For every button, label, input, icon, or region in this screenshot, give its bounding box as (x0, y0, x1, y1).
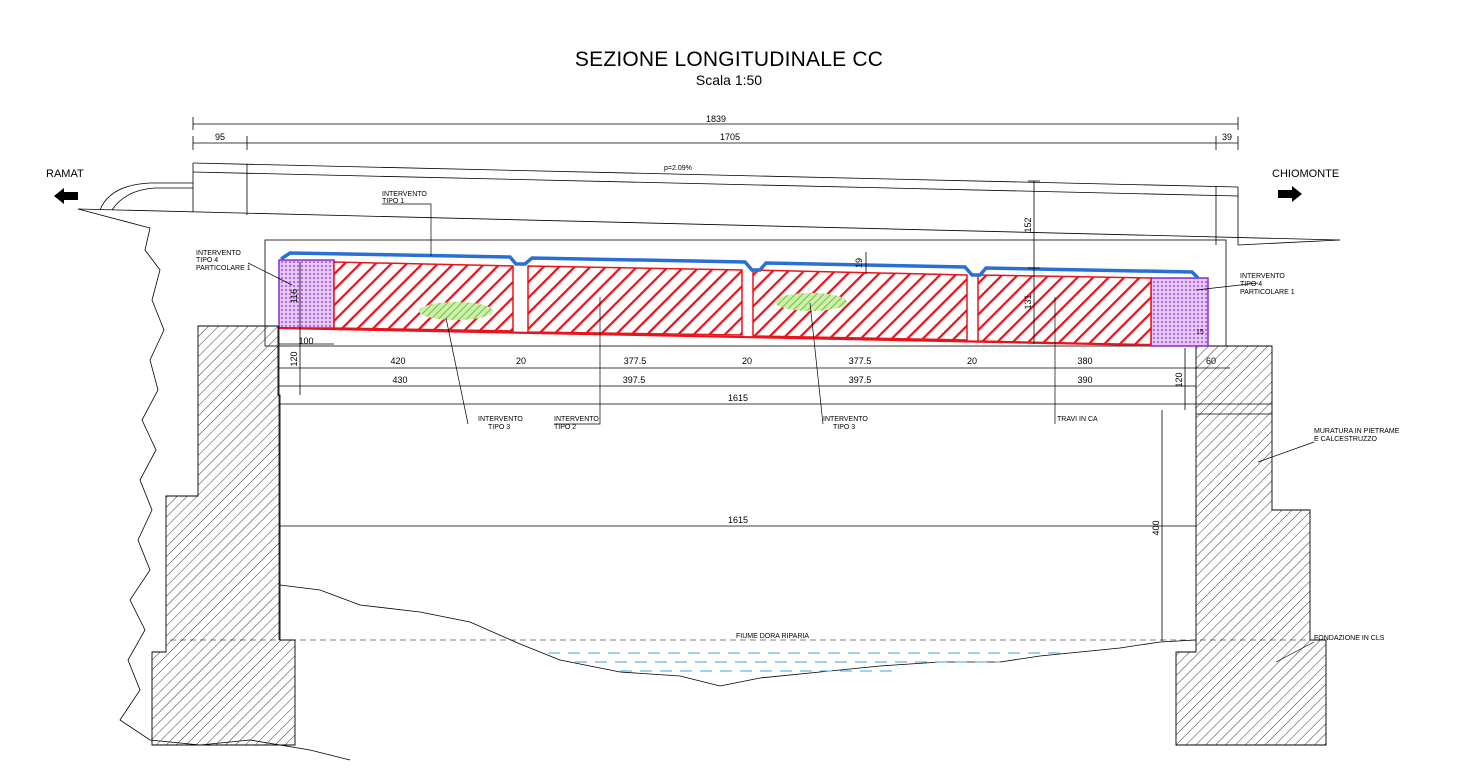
dim-beam-height: 131 (1023, 294, 1033, 309)
overall-dimensions (192, 117, 1239, 150)
dim-total: 1839 (706, 114, 726, 124)
dim-span-b-2: 397.5 (623, 375, 646, 385)
dim-span-a-3: 377.5 (624, 356, 647, 366)
svg-text:TIPO 1: TIPO 1 (382, 198, 404, 205)
dim-span-a-2: 20 (516, 356, 526, 366)
svg-text:TIPO 3: TIPO 3 (833, 424, 855, 431)
beam-2 (527, 265, 743, 336)
svg-text:TIPO 2: TIPO 2 (554, 424, 576, 431)
dim-clear-span: 1615 (728, 515, 748, 525)
label-fiume: FIUME DORA RIPARIA (736, 633, 809, 640)
svg-text:MURATURA IN PIETRAME: MURATURA IN PIETRAME (1314, 428, 1400, 435)
left-bearing-block (278, 259, 335, 329)
beams (278, 261, 1152, 347)
drawing-title: SEZIONE LONGITUDINALE CC (574, 48, 884, 71)
dim-deck-height: 152 (1023, 217, 1033, 232)
patch-tipo3-a (419, 302, 493, 320)
dim-left-offset: 95 (215, 132, 225, 142)
label-fondazione: FONDAZIONE IN CLS (1314, 635, 1385, 642)
dim-right-offset: 39 (1222, 132, 1232, 142)
direction-right: CHIOMONTE (1272, 168, 1339, 180)
svg-text:INTERVENTO: INTERVENTO (823, 416, 868, 423)
river-bed (279, 584, 1197, 687)
dim-bearing-right: 120 (1174, 372, 1184, 387)
deck-frame (264, 239, 1227, 347)
road-outline (77, 162, 1341, 246)
beam-3 (752, 269, 968, 341)
label-tipo1: INTERVENTO TIPO 1 (382, 191, 427, 205)
arrow-right-icon (1278, 186, 1302, 202)
label-travi: TRAVI IN CA (1057, 416, 1098, 423)
dim-main: 1705 (720, 132, 740, 142)
label-tipo4-left: INTERVENTO TIPO 4 PARTICOLARE 1 (196, 250, 251, 272)
left-abutment (151, 325, 296, 746)
arrow-left-icon (54, 188, 78, 204)
label-tipo2: INTERVENTO TIPO 2 (554, 416, 599, 431)
overlay-slab (280, 251, 1200, 280)
svg-text:TIPO 4: TIPO 4 (196, 257, 218, 264)
label-tipo3-a: INTERVENTO TIPO 3 (478, 416, 523, 431)
dim-span-a-4: 20 (742, 356, 752, 366)
dim-span-b-1: 430 (392, 375, 407, 385)
dim-small-right: 15 (1196, 329, 1204, 336)
slope-label: p=2.09% (664, 165, 692, 172)
direction-left: RAMAT (46, 168, 84, 180)
right-abutment (1175, 345, 1327, 746)
dim-span-b-3: 397.5 (849, 375, 872, 385)
svg-text:INTERVENTO: INTERVENTO (382, 191, 427, 198)
dim-slab: 19 (854, 258, 864, 268)
drawing-scale: Scala 1:50 (695, 72, 763, 88)
svg-text:INTERVENTO: INTERVENTO (478, 416, 523, 423)
dim-block-height: 116 (289, 289, 299, 303)
beam-4 (977, 274, 1152, 346)
svg-text:INTERVENTO: INTERVENTO (1240, 273, 1285, 280)
dim-span-a-7: 380 (1077, 356, 1092, 366)
dim-span-b-4: 390 (1077, 375, 1092, 385)
label-muratura: MURATURA IN PIETRAME E CALCESTRUZZO (1314, 428, 1400, 443)
deck-dimension-lines (278, 180, 1230, 641)
dim-bearing-left: 120 (289, 351, 299, 366)
dim-span-a-6: 20 (967, 356, 977, 366)
svg-text:E CALCESTRUZZO: E CALCESTRUZZO (1314, 436, 1378, 443)
beam-1 (333, 261, 514, 332)
svg-text:PARTICOLARE 1: PARTICOLARE 1 (196, 265, 251, 272)
leader-lines (247, 203, 1315, 663)
svg-text:PARTICOLARE 1: PARTICOLARE 1 (1240, 289, 1295, 296)
dim-span-total: 1615 (728, 393, 748, 403)
label-tipo4-right: INTERVENTO TIPO 4 PARTICOLARE 1 (1240, 273, 1295, 296)
patch-tipo3-b (775, 293, 847, 311)
dim-clearance: 400 (1151, 520, 1161, 535)
svg-text:TIPO 3: TIPO 3 (488, 424, 510, 431)
dim-span-a-8: 60 (1206, 356, 1216, 366)
label-tipo3-b: INTERVENTO TIPO 3 (823, 416, 868, 431)
svg-text:INTERVENTO: INTERVENTO (554, 416, 599, 423)
svg-text:TIPO 4: TIPO 4 (1240, 281, 1262, 288)
svg-text:INTERVENTO: INTERVENTO (196, 250, 241, 257)
dim-span-a-1: 420 (390, 356, 405, 366)
dim-block-width: 100 (298, 336, 313, 346)
dim-span-a-5: 377.5 (849, 356, 872, 366)
water (548, 652, 1060, 672)
